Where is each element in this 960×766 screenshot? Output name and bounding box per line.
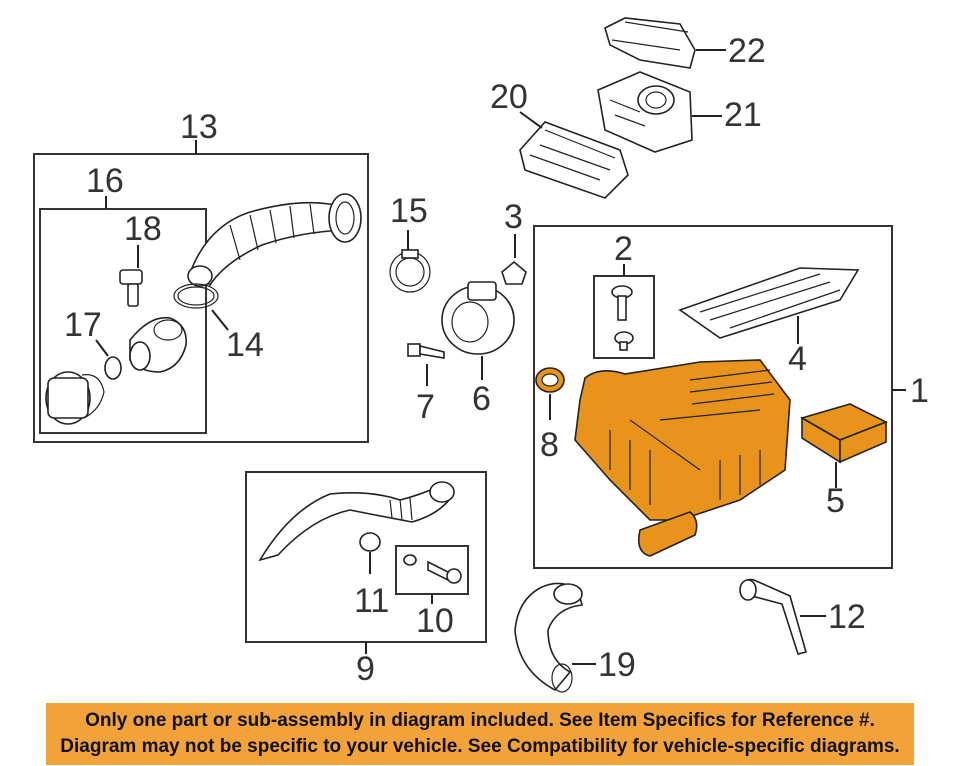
callout-1: 1 (910, 372, 929, 410)
part-5-filter: 5 (799, 403, 888, 520)
part-10-bolt-kit: 10 (395, 545, 469, 640)
part-3-grommet: 3 (501, 198, 527, 285)
callout-22: 22 (728, 32, 766, 70)
callout-20: 20 (490, 78, 528, 116)
group-1-box: 1 (533, 225, 929, 569)
part-8-seal: 8 (535, 367, 565, 464)
callout-5: 5 (826, 482, 845, 520)
part-12-tube: 12 (739, 578, 866, 655)
callout-21: 21 (724, 96, 762, 134)
part-7-bolt: 7 (407, 343, 445, 426)
callout-17: 17 (64, 306, 102, 344)
callout-7: 7 (416, 388, 435, 426)
part-6-maf-sensor: 6 (441, 281, 515, 418)
callout-16: 16 (86, 162, 124, 200)
part-14-clamp: 14 (173, 283, 264, 364)
part-22-cover: 22 (604, 17, 766, 70)
callout-15: 15 (390, 192, 428, 230)
part-20-duct: 20 (490, 78, 629, 199)
callout-12: 12 (828, 598, 866, 636)
callout-11: 11 (354, 582, 389, 620)
group-16-box: 16 (39, 162, 207, 434)
disclaimer-line-1: Only one part or sub-assembly in diagram… (85, 710, 875, 731)
callout-19: 19 (598, 646, 636, 684)
part-11-nut: 11 (354, 532, 389, 620)
callout-9: 9 (356, 650, 375, 688)
callout-3: 3 (504, 198, 523, 236)
callout-8: 8 (540, 426, 559, 464)
part-1-air-cleaner-housing (574, 359, 791, 557)
part-17-throttle-body: 17 (45, 306, 122, 425)
callout-6: 6 (472, 380, 491, 418)
group-9-box: 9 (245, 471, 487, 688)
callout-18: 18 (124, 210, 162, 248)
part-4-upper-cover: 4 (678, 267, 860, 378)
part-9-hose (258, 481, 455, 562)
disclaimer-line-2: Diagram may not be specific to your vehi… (60, 736, 900, 757)
part-21-housing: 21 (597, 71, 762, 153)
part-13-intake-hose (187, 193, 362, 287)
part-16-intake-adapter (129, 316, 187, 373)
callout-10: 10 (416, 602, 454, 640)
part-2-screw-kit: 2 (593, 230, 655, 359)
callout-2: 2 (614, 230, 633, 268)
parts-diagram: 13 16 18 17 14 (33, 17, 929, 693)
disclaimer-banner: Only one part or sub-assembly in diagram… (46, 703, 914, 765)
group-13-box: 13 (33, 108, 369, 443)
part-19-hose: 19 (514, 582, 636, 693)
part-18-sensor: 18 (119, 210, 162, 307)
callout-4: 4 (788, 340, 807, 378)
part-15-clamp: 15 (389, 192, 431, 293)
callout-13: 13 (180, 108, 218, 146)
callout-14: 14 (226, 326, 264, 364)
